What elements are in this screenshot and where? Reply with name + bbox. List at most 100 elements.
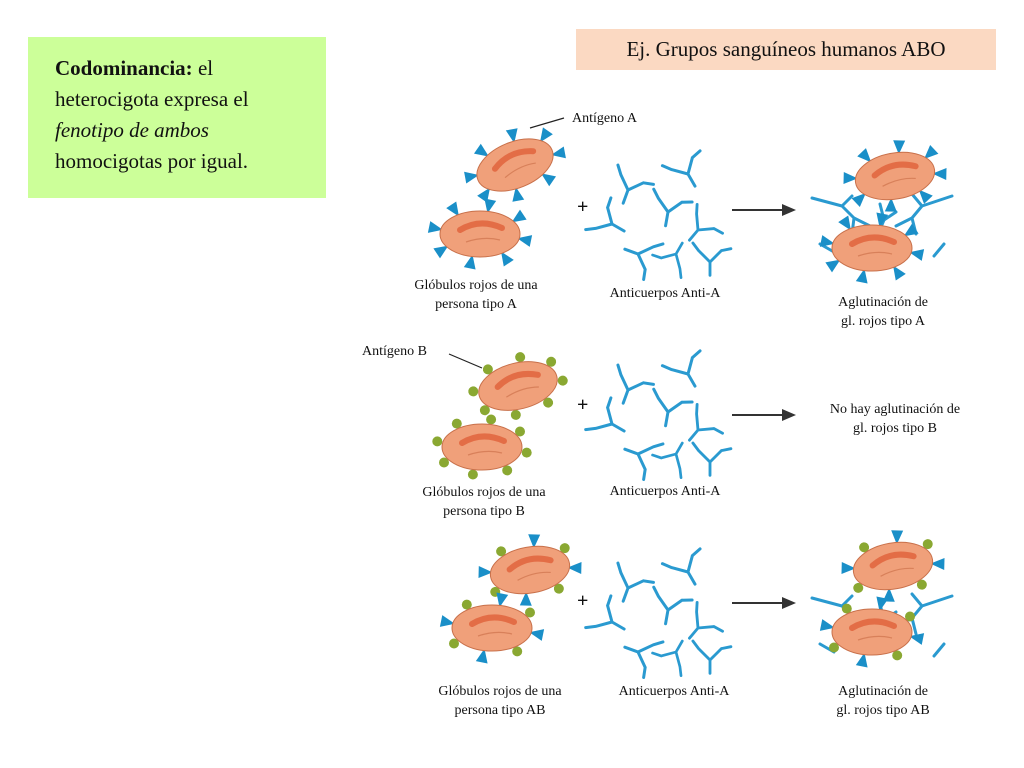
antibody-stroke	[584, 396, 626, 433]
reaction-arrow-row1	[732, 204, 796, 216]
definition-box: Codominancia: el heterocigota expresa el…	[28, 37, 326, 198]
antigen-a-icon	[851, 192, 866, 207]
antibody-icon	[616, 163, 655, 205]
antigen-a-icon	[478, 565, 493, 578]
antigen-a-icon	[475, 648, 488, 664]
cell-type-ab-1	[478, 534, 582, 606]
antigen-b-icon	[510, 409, 521, 420]
cell-core-line	[880, 567, 914, 577]
cell-core	[469, 614, 517, 627]
cell-body	[831, 224, 913, 272]
antigen-a-icon	[855, 652, 868, 668]
antibody-icon	[651, 639, 684, 678]
cell-core	[849, 618, 897, 631]
row1-antibody-label: Anticuerpos Anti-A	[609, 286, 721, 301]
antigen-a-icon	[909, 633, 925, 645]
antigen-b-icon	[515, 426, 525, 437]
agglutinated-cell-a-1	[843, 140, 947, 212]
antibody-stroke	[584, 594, 626, 631]
antibody-stroke	[810, 594, 872, 636]
antigen-a-icon	[477, 187, 491, 203]
antigen-b-icon	[905, 611, 915, 622]
plus-sign-row2: +	[577, 394, 589, 416]
antigen-a-icon	[924, 145, 939, 160]
row3-cells-line1: Glóbulos rojos de una	[438, 684, 562, 699]
antibody-icon	[688, 601, 724, 640]
agglutinated-cell-ab-1	[841, 530, 945, 602]
antibody-icon	[652, 585, 694, 626]
antigen-b-icon	[461, 599, 472, 610]
cell-core	[849, 234, 897, 247]
antibody-icon	[660, 547, 702, 586]
row1-cells-label: Glóbulos rojos de una persona tipo A	[391, 276, 561, 314]
cell-body	[439, 210, 521, 258]
cell-core	[506, 555, 554, 573]
antigen-b-icon	[922, 539, 933, 550]
antigen-b-icon	[468, 386, 479, 397]
antibody-stroke	[623, 242, 665, 281]
row1-cells-line2: persona tipo A	[435, 297, 517, 312]
antigen-a-icon	[496, 592, 509, 608]
cell-core-line	[857, 251, 893, 257]
antibody-icon	[651, 441, 684, 480]
antibody-icon	[660, 349, 702, 388]
antibody-stroke	[652, 585, 694, 626]
antibody-icon	[691, 241, 733, 277]
row2-cells-line2: persona tipo B	[443, 504, 525, 519]
cell-core-line	[506, 386, 539, 398]
row3-result-line2: gl. rojos tipo AB	[836, 703, 930, 718]
anti-a-antibodies-row3	[584, 547, 733, 679]
antigen-b-icon	[467, 469, 478, 480]
row1-result-line1: Aglutinación de	[838, 295, 928, 310]
antigen-b-icon	[559, 543, 570, 554]
row3-cells-label: Glóbulos rojos de una persona tipo AB	[415, 682, 585, 720]
antibody-stroke	[616, 363, 655, 405]
antigen-a-icon	[893, 265, 906, 281]
cell-core	[871, 161, 919, 179]
antibody-icon	[584, 594, 626, 631]
antigen-b-icon	[432, 436, 443, 447]
antigen-b-icon	[515, 352, 526, 363]
antigen-a-icon	[473, 143, 489, 157]
antigen-b-icon	[543, 397, 554, 408]
antigen-a-icon	[567, 562, 582, 575]
antigen-b-icon	[892, 650, 903, 661]
cell-core-line	[467, 450, 503, 456]
antibody-icon	[691, 639, 733, 675]
antigen-a-icon	[930, 558, 945, 571]
antigen-b-icon	[853, 582, 864, 593]
antigen-a-icon	[433, 245, 449, 259]
antigen-b-icon	[451, 418, 462, 429]
antibody-icon	[652, 387, 694, 428]
plus-sign-row1: +	[577, 196, 589, 218]
row1-cells-line1: Glóbulos rojos de una	[414, 278, 538, 293]
antigen-b-icon	[859, 542, 870, 553]
cell-body	[831, 608, 913, 656]
antigen-a-icon	[529, 629, 545, 641]
antibody-stroke	[584, 196, 626, 233]
antigen-b-icon	[512, 646, 523, 657]
antibody-icon	[616, 561, 655, 603]
antigen-a-icon	[884, 197, 897, 212]
row3-result-line1: Aglutinación de	[838, 684, 928, 699]
cell-core-line	[477, 631, 513, 637]
antigen-a-icon	[857, 148, 872, 163]
cell-core-line	[882, 177, 916, 187]
antibody-stroke	[894, 592, 954, 636]
definition-term: Codominancia:	[55, 56, 193, 80]
row2-cells-label: Glóbulos rojos de una persona tipo B	[399, 483, 569, 521]
antibody-stroke	[651, 441, 684, 480]
antibody-stroke	[660, 349, 702, 388]
antigen-a-icon	[893, 140, 906, 155]
agglutinated-cell-a-2	[819, 212, 925, 284]
definition-line1: el	[192, 56, 214, 80]
antigen-a-icon	[855, 268, 868, 284]
antigen-a-icon	[519, 591, 532, 606]
antigen-a-icon	[882, 587, 895, 602]
antibody-stroke	[810, 194, 872, 236]
antigen-b-icon	[546, 356, 557, 367]
cell-core-line	[504, 162, 536, 179]
antibody-stroke	[616, 561, 655, 603]
antigen-b-icon	[521, 447, 532, 458]
